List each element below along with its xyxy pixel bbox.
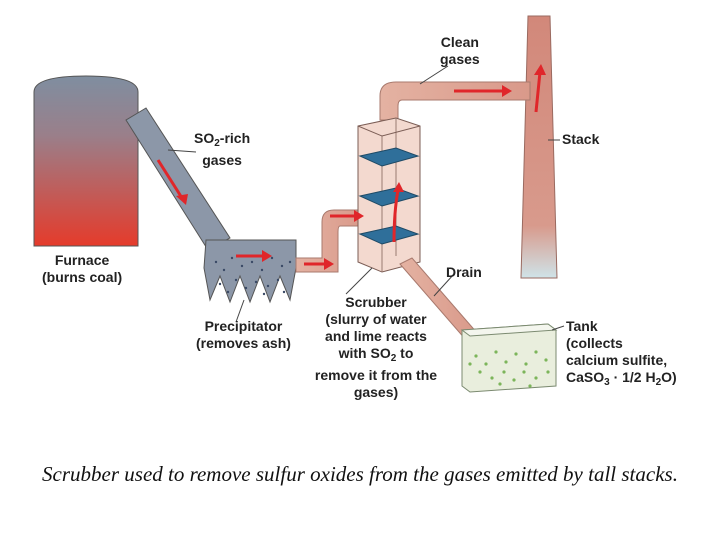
clean-gas-duct [379,81,531,121]
label-clean-gases: Clean gases [440,34,480,67]
label-drain: Drain [446,264,482,280]
label-tank: Tank (collects calcium sulfite, CaSO3 · … [566,318,677,388]
label-precipitator: Precipitator (removes ash) [196,318,291,351]
figure-caption: Scrubber used to remove sulfur oxides fr… [42,462,678,486]
label-scrubber: Scrubber (slurry of water and lime react… [314,294,438,400]
scrubber-tower [357,117,421,273]
ash-particles [214,256,292,296]
label-so2-rich-gases: SO2-rich gases [194,130,251,168]
flow-arrow-scrubber-up [392,189,400,243]
flow-arrows [156,71,542,266]
flow-arrow-so2 [156,159,184,199]
so2-duct [125,107,231,251]
precipitator [203,239,297,304]
leader-lines [167,65,565,331]
tank-solids [468,350,550,388]
flow-arrow-stack [534,71,542,113]
label-furnace: Furnace (burns coal) [42,252,123,285]
label-stack: Stack [562,131,600,147]
stack [520,15,558,279]
tank [460,323,558,393]
furnace [33,75,139,247]
